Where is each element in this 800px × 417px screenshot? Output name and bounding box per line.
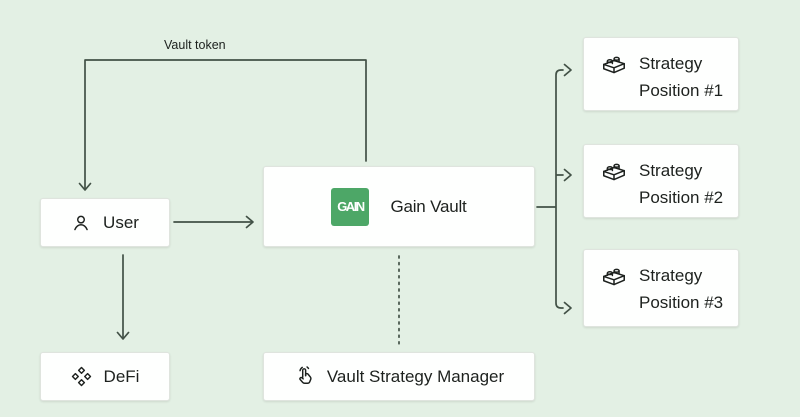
node-gain-vault[interactable]: GAIN Gain Vault [263, 166, 535, 247]
arrowhead-right-icon [563, 301, 572, 315]
brick-icon [600, 53, 628, 77]
node-strategy-position-2-label: Strategy Position #2 [639, 161, 724, 207]
node-user[interactable]: User [40, 198, 170, 247]
gain-logo-icon: GAIN [331, 187, 370, 226]
tap-hand-icon [294, 364, 316, 389]
node-vault-strategy-manager-label: Vault Strategy Manager [326, 366, 505, 386]
user-icon [71, 213, 91, 233]
vault-token-label: Vault token [164, 38, 226, 52]
arrowhead-down-icon [78, 182, 92, 191]
node-gain-vault-label: Gain Vault [390, 196, 467, 216]
brick-icon [600, 160, 628, 184]
arrowhead-right-icon [563, 63, 572, 77]
arrowhead-down-icon [116, 331, 130, 340]
node-strategy-position-3[interactable]: Strategy Position #3 [583, 249, 739, 327]
node-user-label: User [103, 212, 139, 232]
arrowhead-right-icon [245, 215, 254, 229]
node-strategy-position-2[interactable]: Strategy Position #2 [583, 144, 739, 218]
edge-vault-token-loop [78, 59, 367, 191]
diamonds-icon [71, 366, 92, 387]
node-strategy-position-1-label: Strategy Position #1 [639, 54, 724, 100]
node-defi-label: DeFi [103, 366, 140, 386]
node-strategy-position-3-label: Strategy Position #3 [639, 266, 724, 312]
node-defi[interactable]: DeFi [40, 352, 170, 401]
edge-user-to-vault [173, 215, 254, 229]
brick-icon [600, 265, 628, 289]
arrowhead-right-icon [563, 168, 572, 182]
edge-vault-to-strategies [536, 63, 572, 315]
node-vault-strategy-manager[interactable]: Vault Strategy Manager [263, 352, 535, 401]
node-strategy-position-1[interactable]: Strategy Position #1 [583, 37, 739, 111]
edge-user-to-defi [116, 254, 130, 340]
